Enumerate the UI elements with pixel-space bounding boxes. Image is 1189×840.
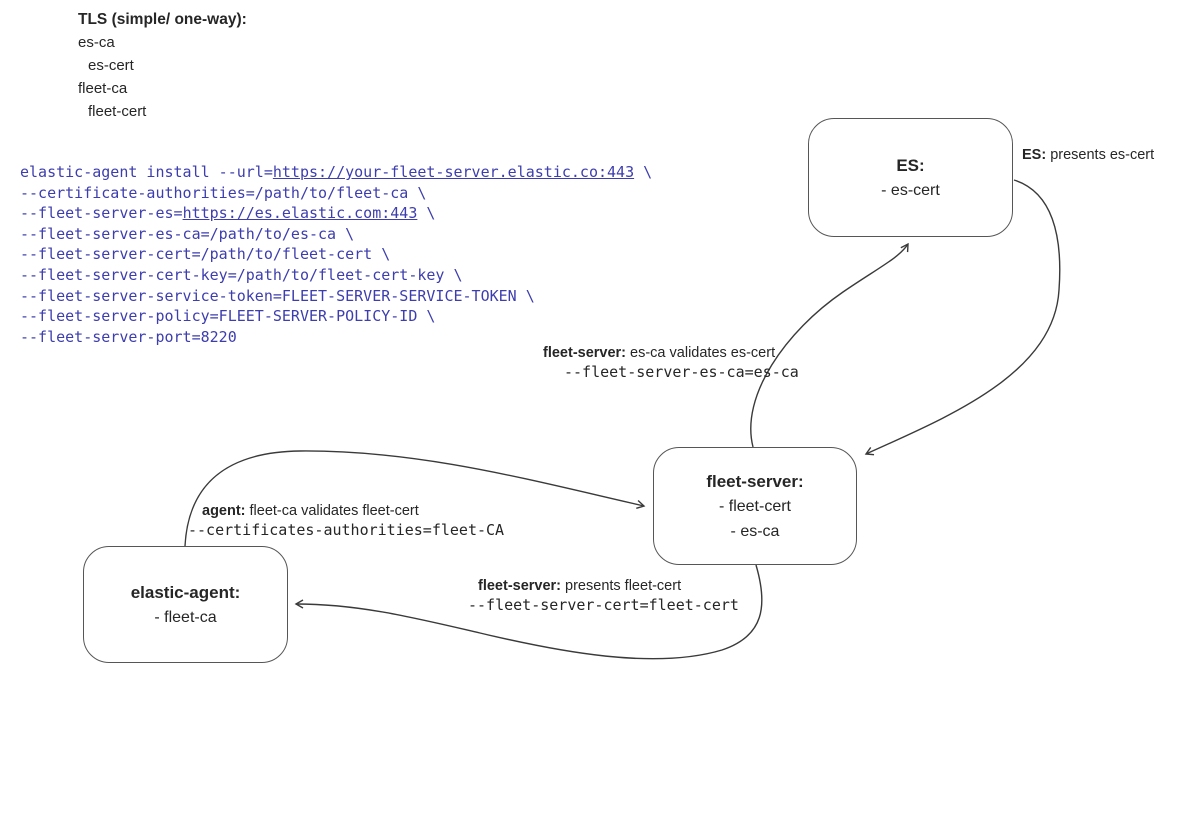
edge-fleet-presents-fleet-cert: [294, 564, 763, 660]
edge-label-rest: presents es-cert: [1046, 147, 1155, 163]
node-item: - es-ca: [730, 522, 780, 540]
edge-fleet-validates-es-cert: [750, 242, 909, 448]
edge-label-fleet-validates: fleet-server: es-ca validates es-cert --…: [543, 344, 799, 382]
edge-label-bold: agent:: [202, 503, 246, 519]
edge-label-bold: fleet-server:: [543, 345, 627, 361]
code-block: elastic-agent install --url=https://your…: [20, 162, 652, 347]
edge-label-agent-validates: agent: fleet-ca validates fleet-cert --c…: [188, 502, 504, 540]
node-item: - fleet-cert: [718, 497, 791, 515]
edge-label-flag: --fleet-server-es-ca=es-ca: [564, 362, 799, 381]
code-text: --fleet-server-es=: [20, 204, 183, 223]
code-line: --fleet-server-es-ca=/path/to/es-ca \: [20, 224, 652, 245]
code-line: --certificate-authorities=/path/to/fleet…: [20, 183, 652, 204]
code-text: --fleet-server-es-ca=/path/to/es-ca \: [20, 224, 355, 243]
edge-label-flag: --certificates-authorities=fleet-CA: [188, 520, 505, 539]
edge-es-presents-es-cert: [864, 179, 1061, 456]
code-text: --certificate-authorities=/path/to/fleet…: [20, 183, 427, 202]
edge-label-rest: fleet-ca validates fleet-cert: [245, 503, 419, 519]
edge-label-text: ES: presents es-cert: [1022, 146, 1154, 165]
code-text: --fleet-server-cert-key=/path/to/fleet-c…: [20, 265, 463, 284]
edge-label-rest: presents fleet-cert: [561, 578, 682, 594]
node-es[interactable]: ES: - es-cert: [808, 118, 1013, 237]
code-text: --fleet-server-port=8220: [20, 327, 237, 346]
code-text: elastic-agent install --url=: [20, 163, 273, 181]
code-text: \: [417, 204, 436, 223]
code-text: --fleet-server-cert=/path/to/fleet-cert …: [20, 245, 391, 264]
tls-legend-item: fleet-ca: [78, 80, 128, 97]
code-url-link[interactable]: https://your-fleet-server.elastic.co:443: [272, 163, 635, 181]
tls-legend-item: fleet-cert: [88, 103, 147, 120]
edge-label-fleet-presents: fleet-server: presents fleet-cert --flee…: [468, 577, 739, 615]
code-line: --fleet-server-service-token=FLEET-SERVE…: [20, 286, 652, 307]
node-item: - es-cert: [881, 181, 940, 199]
edge-label-es-presents: ES: presents es-cert: [1022, 146, 1154, 165]
code-line: --fleet-server-es=https://es.elastic.com…: [20, 203, 652, 224]
tls-legend: TLS (simple/ one-way): es-ca es-cert fleet…: [78, 8, 247, 123]
edge-label-rest: es-ca validates es-cert: [626, 345, 776, 361]
edge-label-text: fleet-server: presents fleet-cert: [468, 577, 739, 596]
node-fleet-server-title: fleet-server:: [706, 471, 804, 491]
tls-legend-title: TLS (simple/ one-way):: [78, 11, 247, 28]
code-line: --fleet-server-cert-key=/path/to/fleet-c…: [20, 265, 652, 286]
code-url-link[interactable]: https://es.elastic.com:443: [182, 204, 418, 223]
edge-label-flag: --fleet-server-cert=fleet-cert: [468, 595, 739, 614]
code-text: --fleet-server-service-token=FLEET-SERVE…: [20, 286, 535, 305]
edge-label-text: agent: fleet-ca validates fleet-cert: [188, 502, 504, 521]
code-line: --fleet-server-policy=FLEET-SERVER-POLIC…: [20, 306, 652, 327]
node-fleet-server[interactable]: fleet-server: - fleet-cert - es-ca: [653, 447, 857, 565]
code-line: elastic-agent install --url=https://your…: [20, 162, 652, 183]
code-text: --fleet-server-policy=FLEET-SERVER-POLIC…: [20, 307, 436, 326]
node-elastic-agent-title: elastic-agent:: [130, 582, 241, 602]
code-text: \: [634, 163, 653, 181]
code-line: --fleet-server-port=8220: [20, 327, 652, 348]
node-elastic-agent[interactable]: elastic-agent: - fleet-ca: [83, 546, 288, 663]
code-line: --fleet-server-cert=/path/to/fleet-cert …: [20, 244, 652, 265]
tls-legend-item: es-cert: [88, 57, 134, 74]
tls-legend-item: es-ca: [78, 34, 115, 51]
node-item: - fleet-ca: [154, 608, 217, 626]
edge-label-bold: fleet-server:: [478, 578, 562, 594]
edge-label-text: fleet-server: es-ca validates es-cert: [543, 344, 799, 363]
edge-label-bold: ES:: [1022, 147, 1047, 163]
node-es-title: ES:: [896, 155, 925, 175]
edge-agent-validates-fleet-cert: [184, 450, 646, 547]
